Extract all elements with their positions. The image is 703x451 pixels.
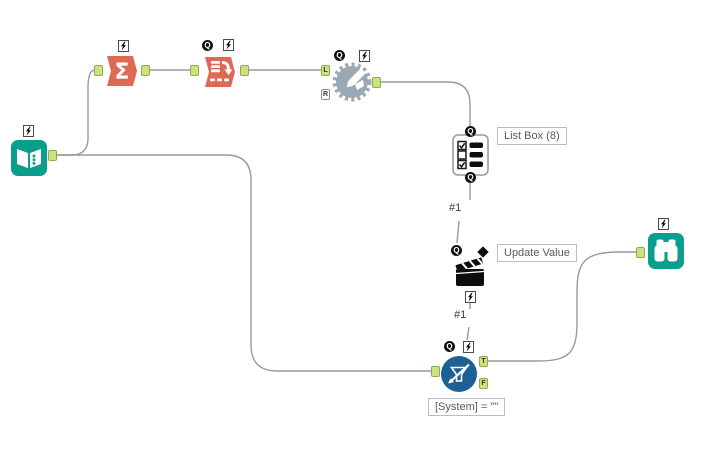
tool-update-value[interactable] xyxy=(452,246,489,289)
action-question-input-anchor[interactable]: Q xyxy=(451,245,462,256)
update-value-annotation[interactable]: Update Value xyxy=(497,244,577,262)
list-box-annotation[interactable]: List Box (8) xyxy=(497,127,567,145)
lightning-anchor[interactable] xyxy=(658,218,669,230)
filter-false-output-anchor[interactable]: F xyxy=(479,378,488,389)
list-box-checklist-icon xyxy=(452,134,489,176)
tool-filter[interactable] xyxy=(440,355,478,393)
lightning-icon xyxy=(465,291,476,303)
lightning-icon xyxy=(223,39,234,51)
wire-input-to-summarize[interactable] xyxy=(57,69,96,156)
wire-input-to-filter[interactable] xyxy=(57,154,431,372)
summarize-input-anchor[interactable] xyxy=(94,65,103,76)
lightning-icon xyxy=(23,125,34,137)
filter-annotation[interactable]: [System] = "" xyxy=(428,398,506,416)
question-badge: Q xyxy=(334,50,345,61)
question-badge: Q xyxy=(444,341,455,352)
filter-input-anchor[interactable] xyxy=(431,366,440,377)
macro-gear-pencil-icon xyxy=(332,62,372,102)
list-box-question-input-anchor[interactable]: Q xyxy=(465,126,476,137)
macro-output-anchor[interactable] xyxy=(372,77,381,88)
connection-label: #1 xyxy=(449,202,462,214)
tool-macro[interactable] xyxy=(330,60,374,104)
sigma-glyph: Σ xyxy=(114,60,129,85)
question-badge: Q xyxy=(202,40,213,51)
wire-macro-to-listbox[interactable] xyxy=(381,81,471,126)
wire-filter-true-to-browse[interactable] xyxy=(488,251,636,362)
input-output-anchor[interactable] xyxy=(48,150,57,161)
tool-cross-tab[interactable] xyxy=(201,53,239,91)
summarize-output-anchor[interactable] xyxy=(141,65,150,76)
lightning-anchor[interactable] xyxy=(223,39,234,51)
action-clapperboard-icon xyxy=(455,246,489,286)
lightning-icon xyxy=(463,341,474,353)
list-box-question-output-anchor[interactable]: Q xyxy=(465,172,476,183)
browse-binoculars-icon xyxy=(648,233,684,269)
tool-summarize[interactable]: Σ xyxy=(103,52,141,90)
lightning-icon xyxy=(658,218,669,230)
cross-tab-output-anchor[interactable] xyxy=(240,65,249,76)
lightning-anchor[interactable] xyxy=(359,50,370,62)
macro-input-anchor-l[interactable]: L xyxy=(321,65,330,76)
filter-funnel-icon xyxy=(441,356,477,392)
summarize-sigma-icon: Σ xyxy=(107,56,137,86)
browse-input-anchor[interactable] xyxy=(636,247,645,258)
cross-tab-input-anchor[interactable] xyxy=(190,65,199,76)
connection-label: #1 xyxy=(454,309,467,321)
tool-list-box[interactable] xyxy=(452,134,489,176)
filter-lightning-input-anchor[interactable] xyxy=(463,341,474,353)
lightning-icon xyxy=(118,40,129,52)
input-data-book-icon xyxy=(11,140,47,176)
lightning-icon xyxy=(359,50,370,62)
action-lightning-output-anchor[interactable] xyxy=(465,291,476,303)
macro-input-anchor-r[interactable]: R xyxy=(321,89,330,100)
tool-browse[interactable] xyxy=(647,232,685,270)
tool-input-data[interactable] xyxy=(10,139,48,177)
lightning-anchor[interactable] xyxy=(118,40,129,52)
cross-tab-icon xyxy=(205,57,235,87)
wire-listbox-to-action-lower[interactable] xyxy=(456,220,460,244)
lightning-anchor[interactable] xyxy=(23,125,34,137)
filter-true-output-anchor[interactable]: T xyxy=(479,356,488,367)
wire-action-to-filter-lower[interactable] xyxy=(466,326,470,341)
